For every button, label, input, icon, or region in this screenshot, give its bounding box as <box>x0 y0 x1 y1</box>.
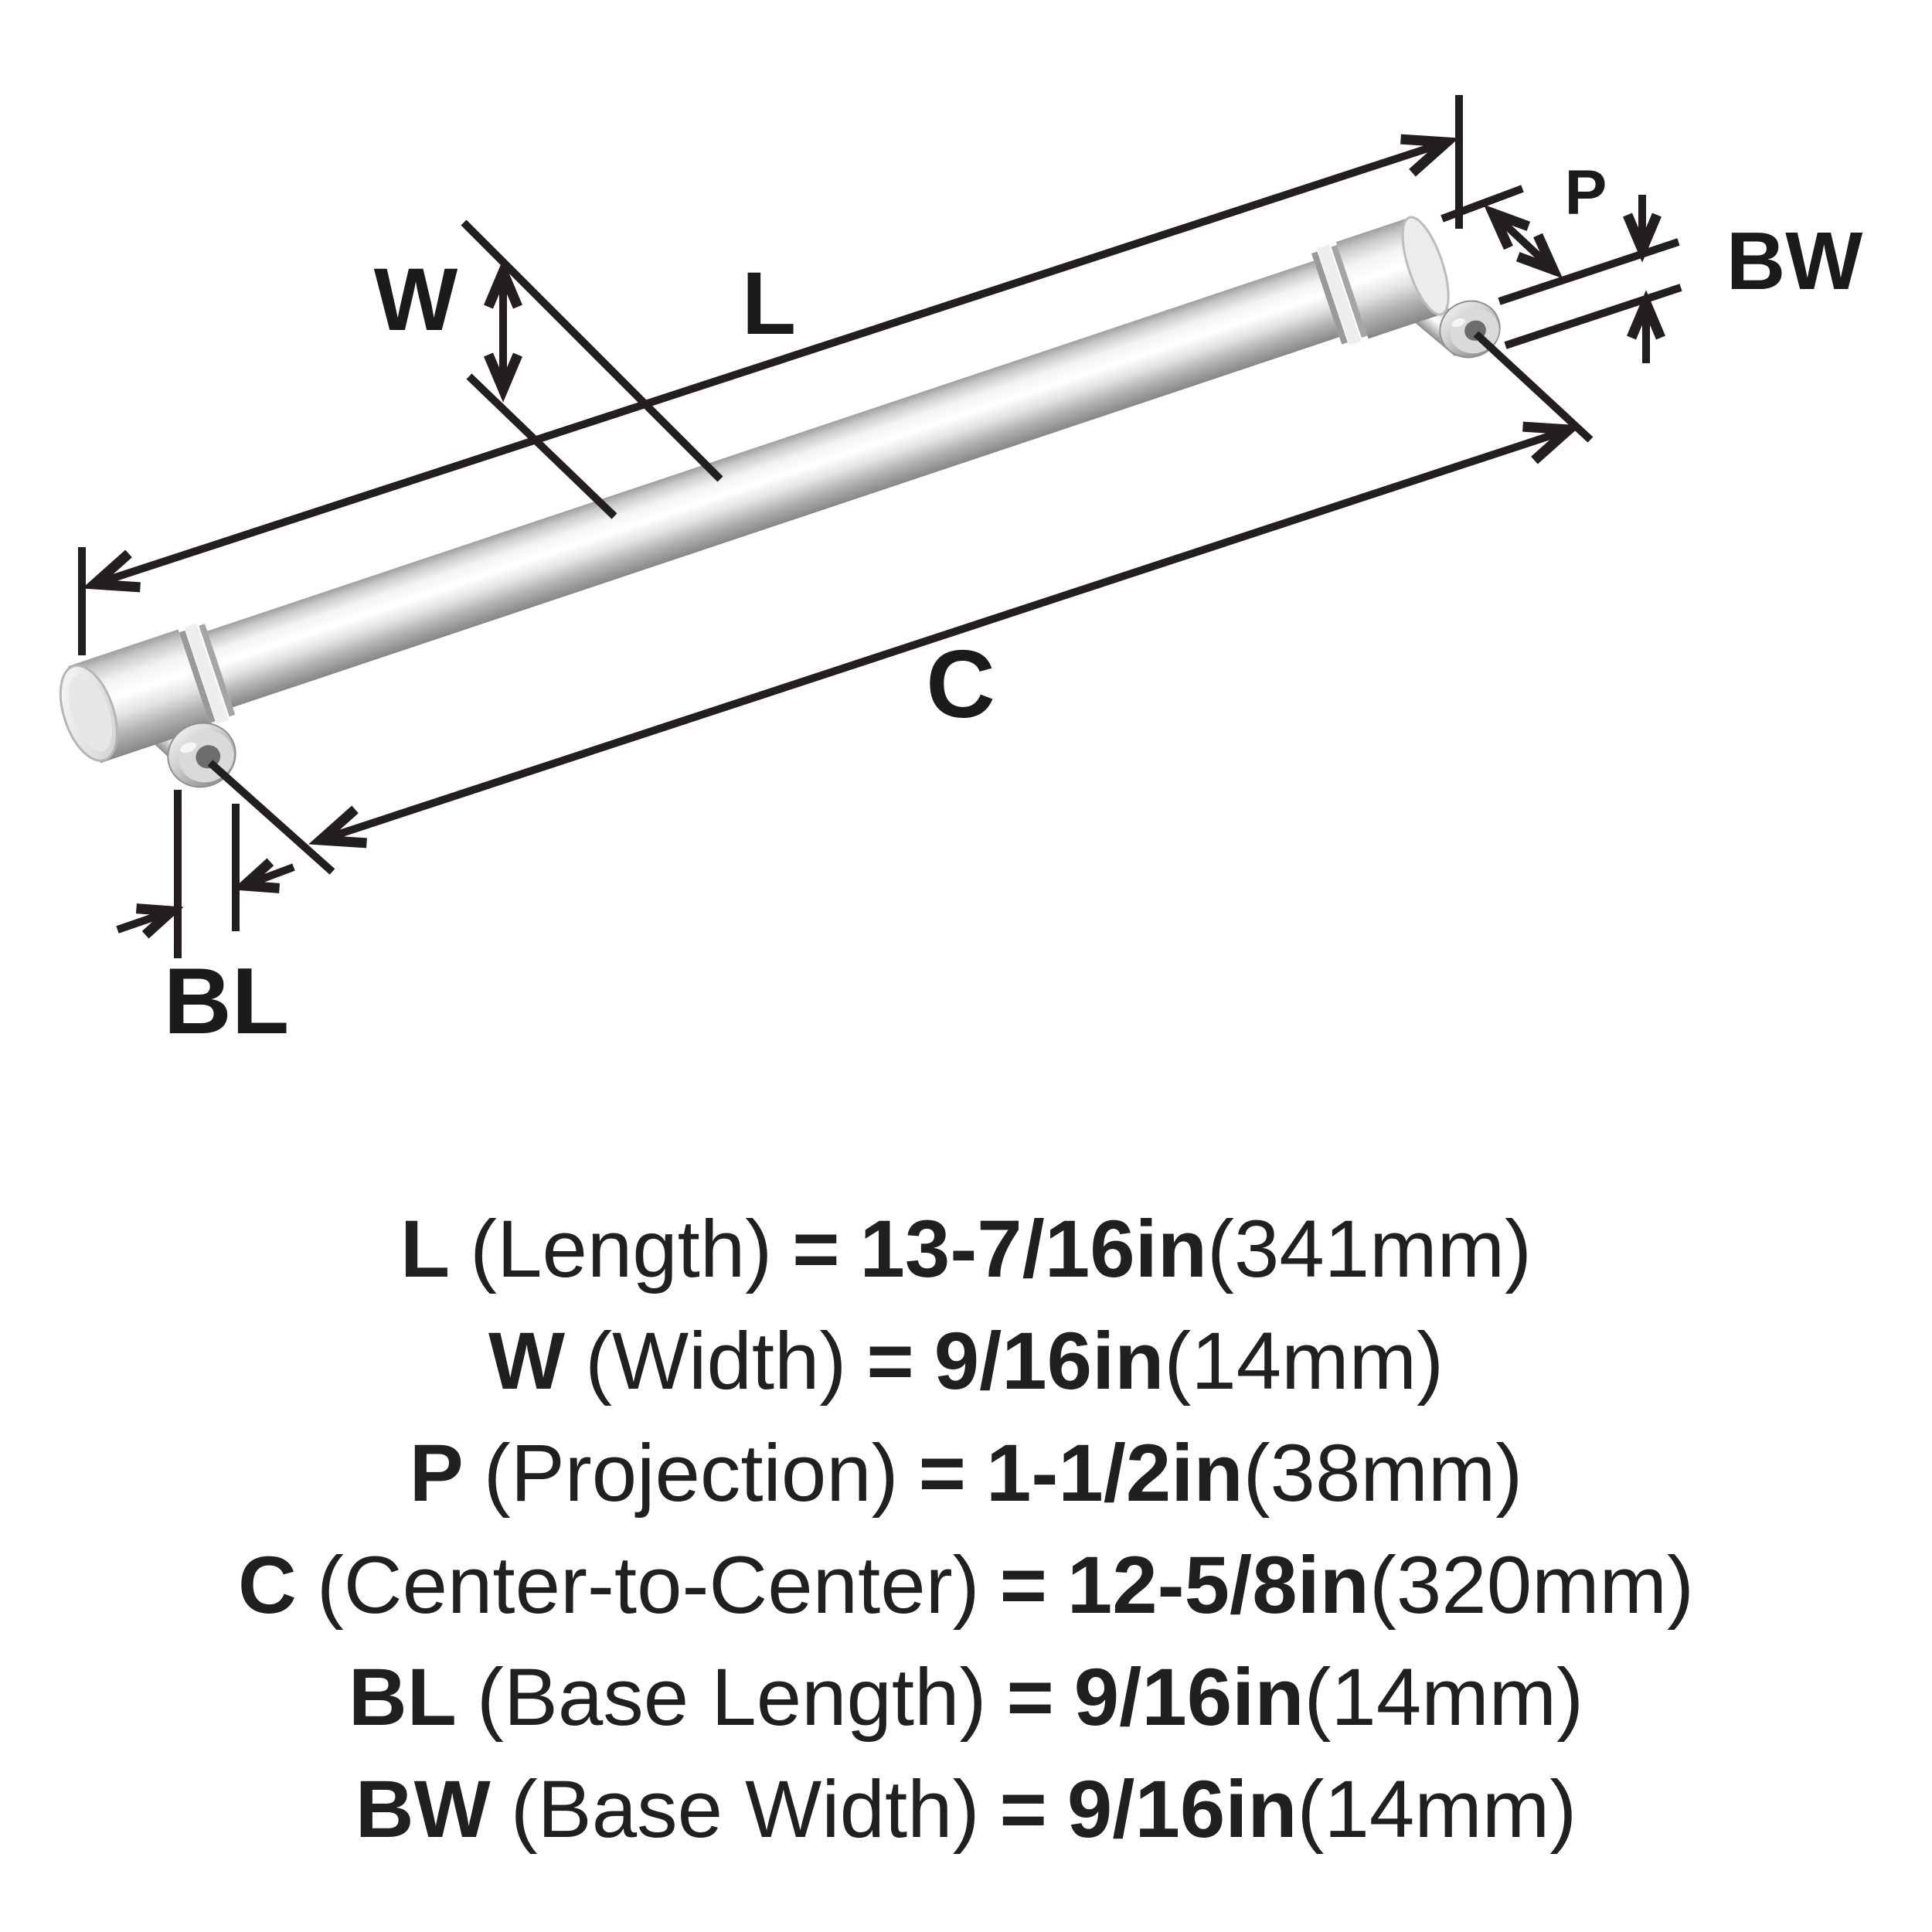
spec-line-length: L(Length)=13-7/16in(341mm) <box>0 1193 1932 1305</box>
equals-sign: = <box>866 1315 914 1406</box>
spec-line-width: W(Width)=9/16in(14mm) <box>0 1305 1932 1417</box>
spec-line-base-width: BW(Base Width)=9/16in(14mm) <box>0 1753 1932 1866</box>
label-BW: BW <box>1726 216 1863 307</box>
left-end-cap-face-inner <box>68 674 112 752</box>
spec-name: (Base Length) <box>476 1651 987 1743</box>
spec-value-inches: 13-7/16in <box>859 1203 1207 1294</box>
dimension-BW: BW <box>1498 195 1863 363</box>
spec-line-base-length: BL(Base Length)=9/16in(14mm) <box>0 1641 1932 1753</box>
bar-cylinder <box>207 260 1340 708</box>
spec-name: (Center-to-Center) <box>316 1539 980 1631</box>
label-BL: BL <box>164 948 290 1053</box>
label-C: C <box>926 631 995 738</box>
dimension-L: L <box>78 95 1463 655</box>
spec-value-mm: (14mm) <box>1164 1315 1444 1406</box>
spec-value-mm: (14mm) <box>1297 1764 1577 1855</box>
spec-value-mm: (14mm) <box>1304 1651 1584 1743</box>
spec-name: (Length) <box>470 1203 773 1294</box>
spec-name: (Base Width) <box>510 1764 980 1855</box>
right-collar-rings <box>1311 244 1368 345</box>
spec-line-center-to-center: C(Center-to-Center)=12-5/8in(320mm) <box>0 1529 1932 1641</box>
spec-value-mm: (38mm) <box>1243 1427 1523 1519</box>
spec-symbol: BW <box>355 1764 491 1855</box>
right-end-cap-end <box>1401 216 1450 316</box>
spec-name: (Width) <box>585 1315 847 1406</box>
dimension-P: P <box>1440 158 1607 279</box>
spec-value-inches: 1-1/2in <box>985 1427 1243 1519</box>
spec-line-projection: P(Projection)=1-1/2in(38mm) <box>0 1417 1932 1529</box>
equals-sign: = <box>999 1764 1047 1855</box>
dimension-BL: BL <box>116 790 295 1053</box>
spec-value-mm: (341mm) <box>1206 1203 1532 1294</box>
label-W: W <box>374 250 458 349</box>
spec-symbol: BL <box>348 1651 457 1743</box>
label-P: P <box>1565 158 1607 228</box>
spec-symbol: W <box>488 1315 566 1406</box>
spec-name: (Projection) <box>483 1427 899 1519</box>
spec-symbol: C <box>237 1539 297 1631</box>
label-L: L <box>742 254 796 353</box>
dimension-C: C <box>207 331 1594 875</box>
handle-bar <box>59 216 1450 764</box>
equals-sign: = <box>792 1203 840 1294</box>
spec-symbol: P <box>409 1427 464 1519</box>
spec-value-inches: 9/16in <box>934 1315 1165 1406</box>
dimension-spec-list: L(Length)=13-7/16in(341mm) W(Width)=9/16… <box>0 1193 1932 1866</box>
equals-sign: = <box>918 1427 966 1519</box>
spec-value-mm: (320mm) <box>1369 1539 1694 1631</box>
dimension-W: W <box>374 219 723 519</box>
equals-sign: = <box>999 1539 1047 1631</box>
left-collar-rings <box>179 623 236 724</box>
spec-value-inches: 9/16in <box>1073 1651 1304 1743</box>
spec-value-inches: 9/16in <box>1066 1764 1298 1855</box>
spec-symbol: L <box>400 1203 451 1294</box>
equals-sign: = <box>1006 1651 1054 1743</box>
spec-value-inches: 12-5/8in <box>1066 1539 1369 1631</box>
